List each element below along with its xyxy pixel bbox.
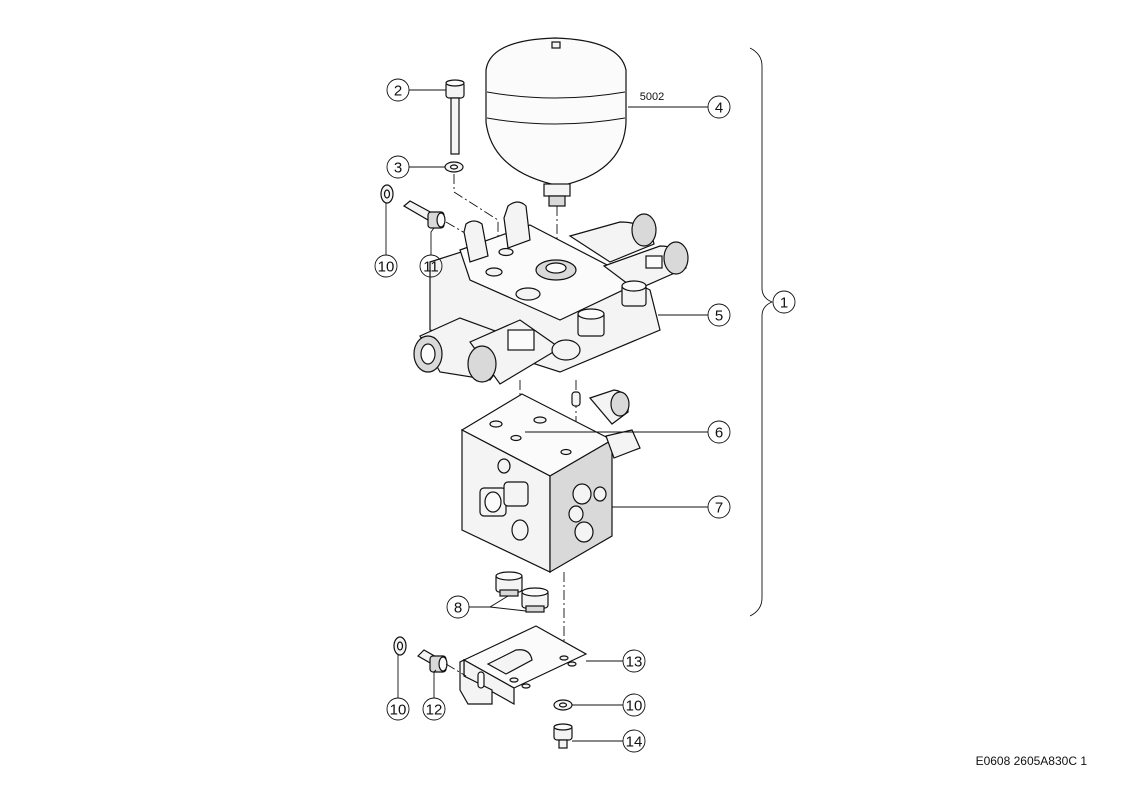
drawing-code: E0608 2605A830C 1 <box>975 754 1087 768</box>
washer-part-10-bottom-right <box>553 699 573 711</box>
screw-part-2 <box>445 79 465 155</box>
accumulator-part-4 <box>485 37 627 262</box>
bracket-part-13 <box>459 625 588 706</box>
leader-lines <box>385 89 708 742</box>
manifold-block-part-7 <box>460 389 641 650</box>
callout-11: 11 <box>419 254 443 278</box>
svg-text:12: 12 <box>426 702 443 719</box>
svg-text:6: 6 <box>715 425 723 442</box>
svg-text:11: 11 <box>423 259 439 276</box>
bolt-part-14 <box>553 723 573 749</box>
callout-12: 12 <box>422 697 446 721</box>
callout-10-bottom-right: 10 <box>622 693 646 717</box>
svg-text:1: 1 <box>780 295 788 312</box>
svg-text:3: 3 <box>394 160 402 177</box>
callout-6: 6 <box>707 420 731 444</box>
svg-text:10: 10 <box>378 259 395 276</box>
washer-part-10-bottom-left <box>393 636 407 656</box>
callout-1: 1 <box>772 290 796 314</box>
svg-text:14: 14 <box>626 734 643 751</box>
svg-text:10: 10 <box>390 702 407 719</box>
plugs-part-8 <box>495 571 549 613</box>
callout-14: 14 <box>622 729 646 753</box>
callout-10-bottom-left: 10 <box>386 697 410 721</box>
callout-7: 7 <box>707 495 731 519</box>
callout-13: 13 <box>622 649 646 673</box>
assembly-brace <box>749 47 774 617</box>
washer-part-10-top <box>380 184 394 204</box>
callout-3: 3 <box>386 155 410 179</box>
callout-8: 8 <box>446 595 470 619</box>
svg-text:2: 2 <box>394 83 402 100</box>
callout-2: 2 <box>386 78 410 102</box>
svg-text:5: 5 <box>715 308 723 325</box>
callout-10-top: 10 <box>374 254 398 278</box>
reference-label: 5002 <box>640 91 664 103</box>
svg-text:4: 4 <box>715 100 723 117</box>
callout-5: 5 <box>707 303 731 327</box>
svg-text:8: 8 <box>454 600 462 617</box>
valve-block-part-5 <box>413 201 689 470</box>
svg-text:10: 10 <box>626 698 643 715</box>
svg-text:13: 13 <box>626 654 643 671</box>
screw-part-12 <box>417 649 467 677</box>
callout-4: 4 <box>707 95 731 119</box>
svg-text:7: 7 <box>715 500 723 517</box>
